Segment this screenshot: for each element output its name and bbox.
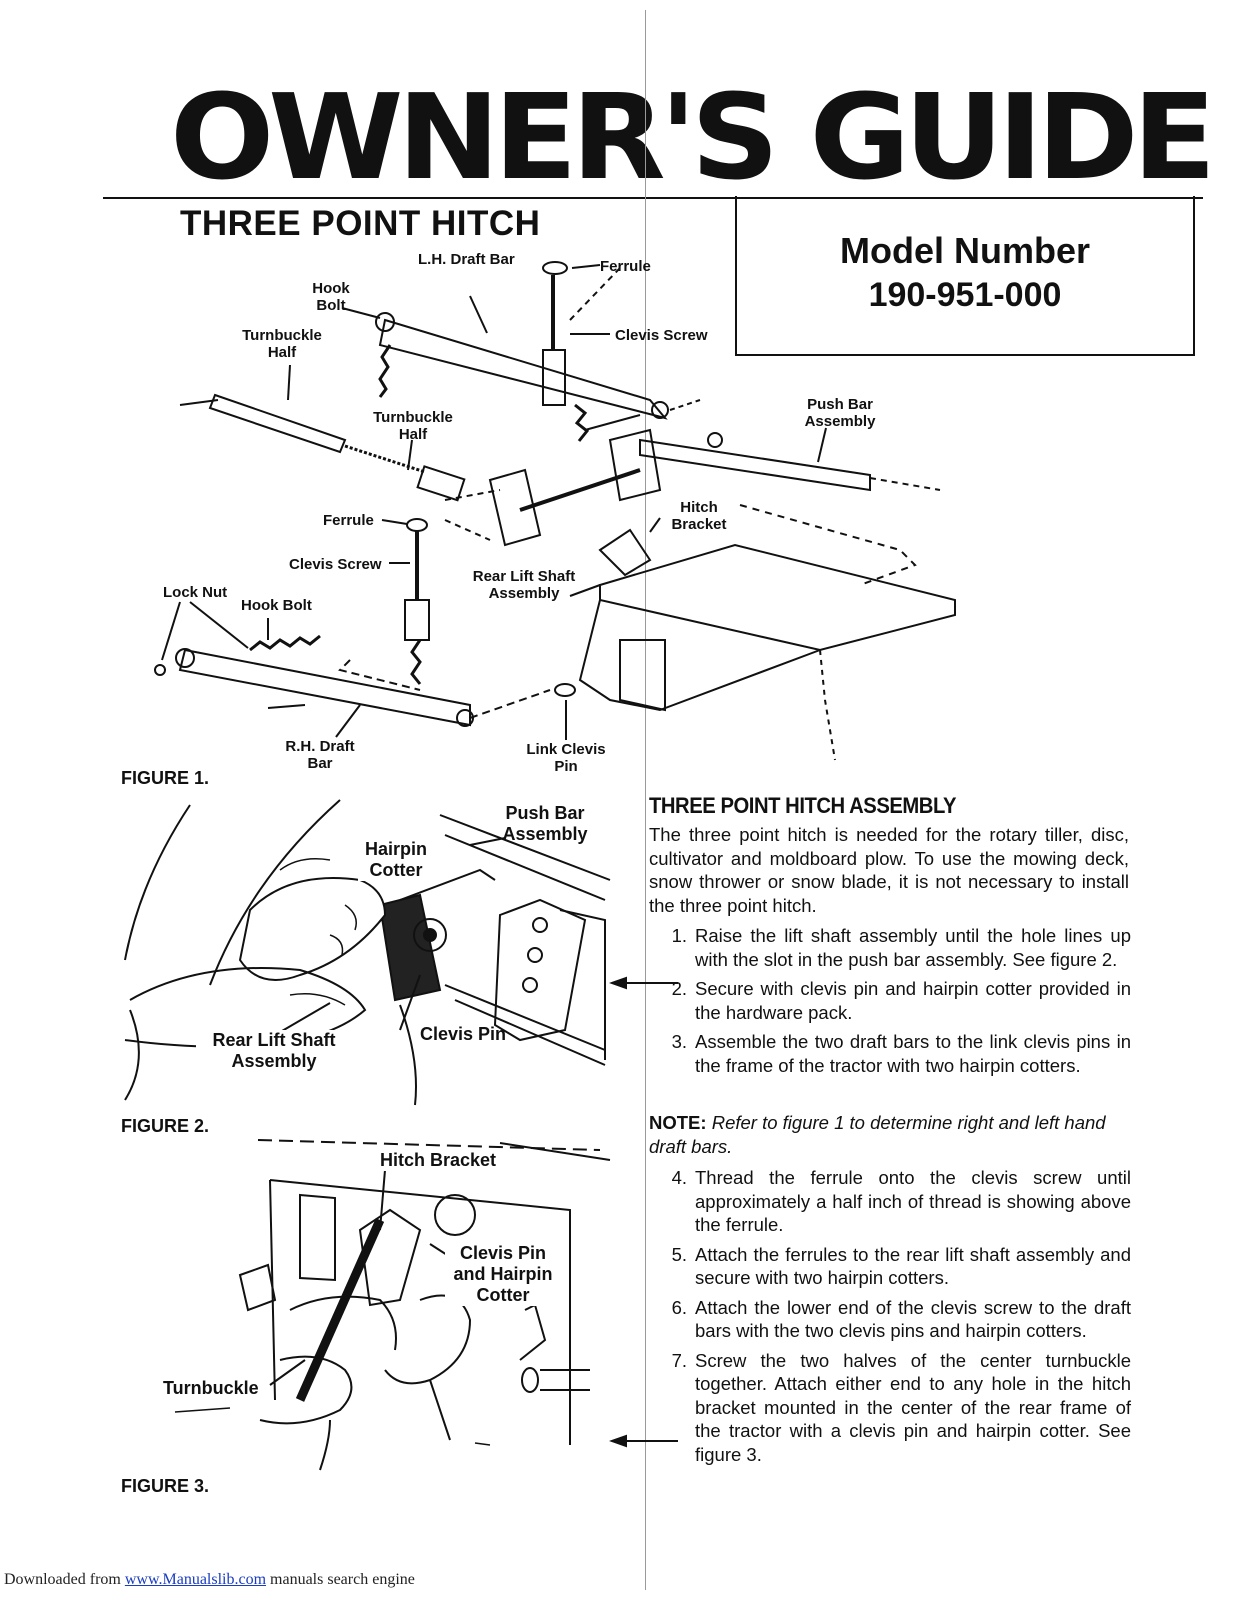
step-text: Screw the two halves of the center turnb… [695, 1349, 1131, 1465]
label-lh-draft-bar: L.H. Draft Bar [418, 251, 515, 268]
label-hitch-bracket-fig3: Hitch Bracket [380, 1150, 497, 1171]
title-divider [103, 197, 1203, 199]
step-text: Raise the lift shaft assembly until the … [695, 925, 1131, 970]
step-text: Secure with clevis pin and hairpin cotte… [695, 978, 1131, 1023]
label-turnbuckle-half-left: Turnbuckle Half [242, 327, 322, 361]
assembly-intro: The three point hitch is needed for the … [649, 824, 1129, 916]
model-label: Model Number [839, 230, 1090, 271]
step-item: 5. Attach the ferrules to the rear lift s… [649, 1243, 1131, 1290]
step-number: 5. [671, 1243, 687, 1265]
step-item: 3. Assemble the two draft bars to the lin… [649, 1030, 1131, 1077]
note-paragraph: NOTE: Refer to figure 1 to determine rig… [649, 1111, 1129, 1158]
step-text: Thread the ferrule onto the clevis screw… [695, 1167, 1131, 1235]
step-text: Attach the lower end of the clevis screw… [695, 1296, 1131, 1342]
step-number: 2. [671, 978, 687, 999]
label-turnbuckle-half-mid: Turnbuckle Half [373, 409, 453, 443]
steps-list-a: 1. Raise the lift shaft assembly until th… [649, 924, 1131, 1083]
label-rear-lift-shaft-fig1: Rear Lift Shaft Assembly [472, 568, 576, 602]
step-item: 6. Attach the lower end of the clevis scr… [649, 1296, 1131, 1343]
step-number: 3. [671, 1031, 687, 1052]
download-footer: Downloaded from www.Manualslib.com manua… [4, 1571, 415, 1589]
label-hook-bolt-top: Hook Bolt [312, 280, 350, 314]
label-clevis-pin-hairpin-fig3: Clevis Pin and Hairpin Cotter [445, 1243, 561, 1306]
label-clevis-pin-fig2: Clevis Pin [420, 1024, 507, 1044]
label-lock-nut: Lock Nut [163, 584, 228, 601]
manualslib-link[interactable]: www.Manualslib.com [124, 1571, 267, 1588]
step-number: 6. [671, 1296, 687, 1318]
label-clevis-screw-mid: Clevis Screw [289, 556, 382, 573]
step-item: 7. Screw the two halves of the center tur… [649, 1349, 1131, 1467]
model-number-box: Model Number 190-951-000 [735, 196, 1195, 356]
footer-suffix: manuals search engine [266, 1571, 415, 1588]
figure2-caption: FIGURE 2. [121, 1116, 210, 1136]
figure3-caption: FIGURE 3. [121, 1476, 210, 1496]
label-turnbuckle-fig3: Turnbuckle [163, 1378, 259, 1399]
figure1-caption: FIGURE 1. [121, 768, 210, 788]
step-text: Assemble the two draft bars to the link … [695, 1031, 1131, 1076]
steps-list-b: 4. Thread the ferrule onto the clevis scr… [649, 1166, 1131, 1472]
step-item: 2. Secure with clevis pin and hairpin cot… [649, 977, 1131, 1024]
label-push-bar-fig2: Push Bar Assembly [502, 803, 588, 844]
step-number: 1. [671, 925, 687, 946]
step-item: 1. Raise the lift shaft assembly until th… [649, 924, 1131, 971]
note-text: Refer to figure 1 to determine right and… [649, 1112, 1106, 1157]
label-ferrule-top: Ferrule [600, 258, 651, 275]
step-item: 4. Thread the ferrule onto the clevis scr… [649, 1166, 1131, 1237]
footer-prefix: Downloaded from [4, 1571, 125, 1588]
label-ferrule-mid: Ferrule [323, 512, 374, 529]
note-label: NOTE: [649, 1112, 707, 1133]
assembly-heading: THREE POINT HITCH ASSEMBLY [649, 793, 957, 818]
label-push-bar-assembly: Push Bar Assembly [804, 396, 876, 430]
product-subtitle: THREE POINT HITCH [180, 204, 541, 243]
label-hairpin-cotter-fig2: Hairpin Cotter [358, 839, 434, 881]
label-rear-lift-shaft-fig2: Rear Lift Shaft Assembly [196, 1030, 352, 1072]
step-number: 4. [671, 1167, 687, 1188]
label-rh-draft-bar: R.H. Draft Bar [285, 738, 355, 772]
label-hook-bolt-bottom: Hook Bolt [241, 597, 312, 614]
page-fold-line [645, 10, 646, 1590]
label-link-clevis-pin: Link Clevis Pin [526, 741, 606, 775]
label-hitch-bracket-fig1: Hitch Bracket [671, 499, 727, 533]
label-clevis-screw-top: Clevis Screw [615, 327, 708, 344]
model-number: 190-951-000 [868, 276, 1062, 314]
step-text: Attach the ferrules to the rear lift sha… [695, 1243, 1131, 1289]
step-number: 7. [671, 1349, 687, 1371]
guide-title: OWNER'S GUIDE [170, 68, 1216, 206]
